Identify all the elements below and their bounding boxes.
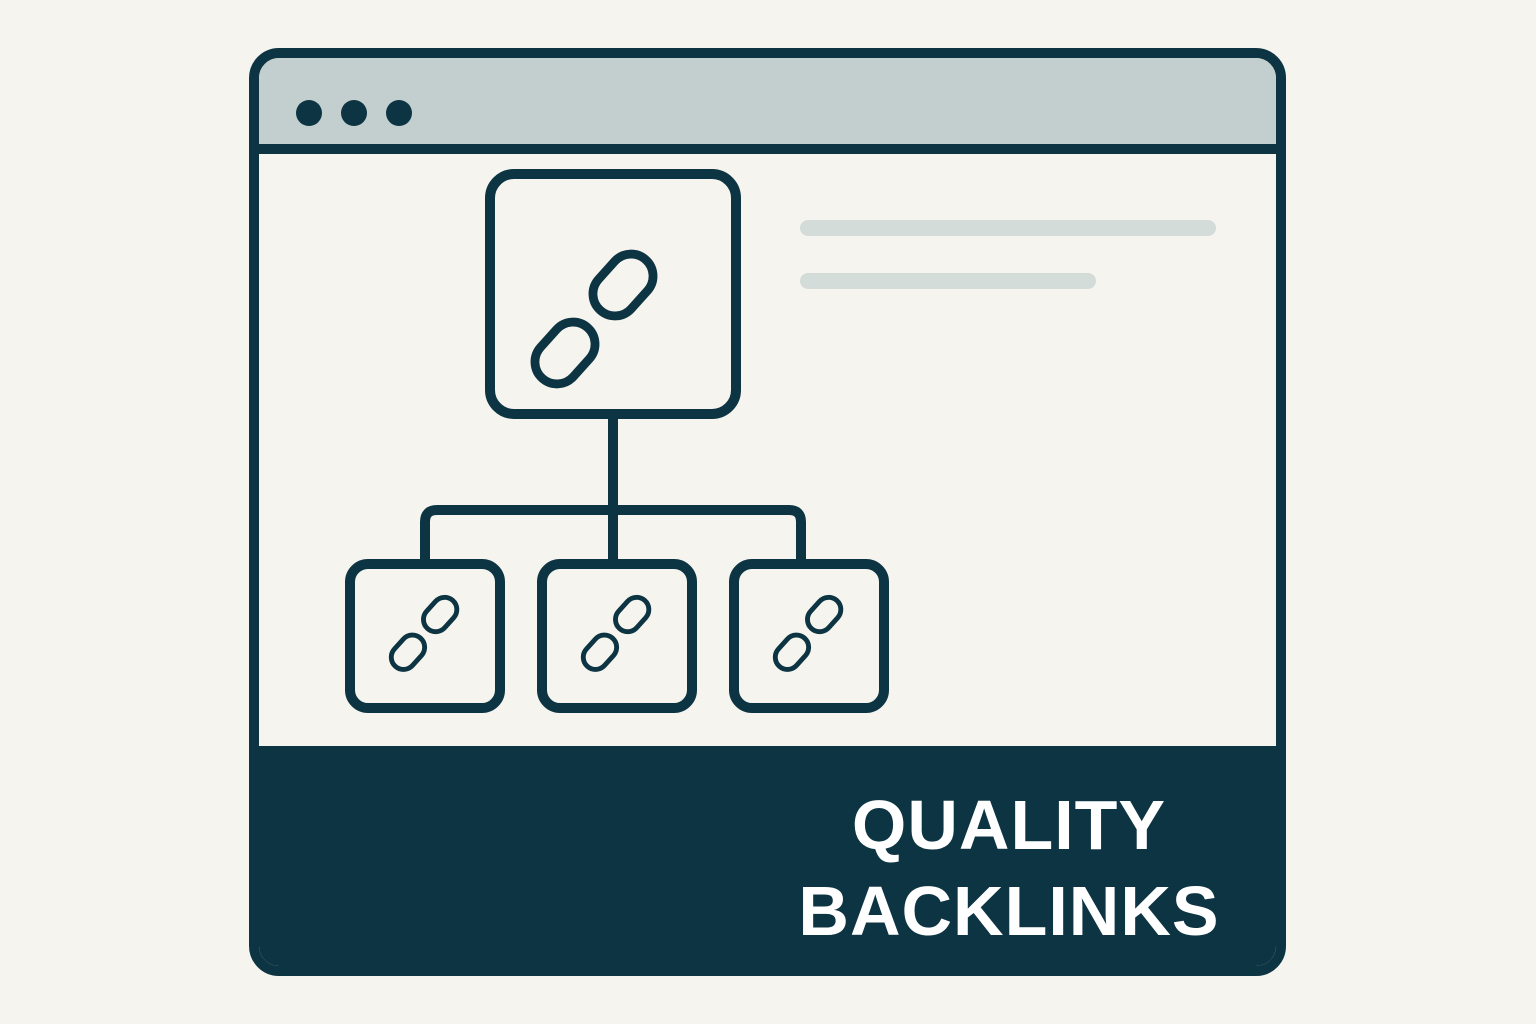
child-node[interactable] — [345, 559, 505, 713]
window-control-dot[interactable] — [386, 100, 412, 126]
window-control-dot[interactable] — [341, 100, 367, 126]
connector-lines — [420, 414, 806, 564]
child-node[interactable] — [537, 559, 697, 713]
browser-window: QUALITY BACKLINKS — [249, 48, 1286, 976]
footer-title: QUALITY BACKLINKS — [779, 782, 1239, 954]
root-node[interactable] — [485, 169, 741, 419]
content-area — [259, 154, 1276, 746]
footer-banner: QUALITY BACKLINKS — [259, 746, 1276, 966]
window-control-dot[interactable] — [296, 100, 322, 126]
text-placeholder-line — [800, 220, 1216, 236]
title-bar — [259, 58, 1276, 154]
child-node[interactable] — [729, 559, 889, 713]
footer-title-line-2: BACKLINKS — [798, 872, 1220, 950]
text-placeholder-line — [800, 273, 1096, 289]
footer-title-line-1: QUALITY — [851, 786, 1167, 864]
backlink-tree-diagram — [345, 169, 889, 713]
